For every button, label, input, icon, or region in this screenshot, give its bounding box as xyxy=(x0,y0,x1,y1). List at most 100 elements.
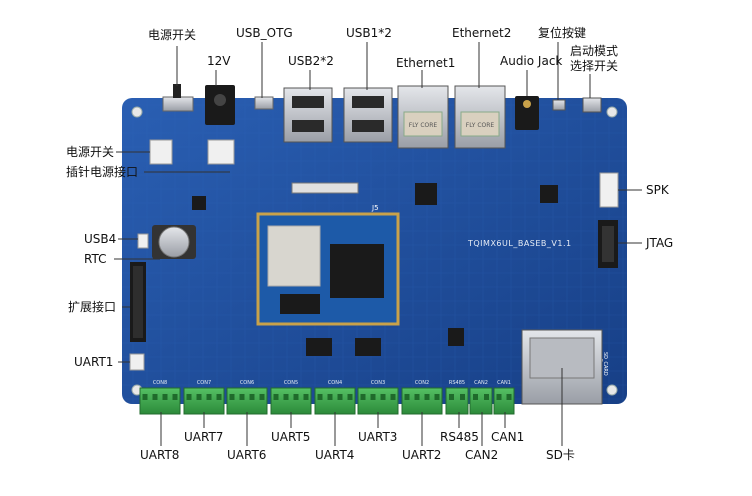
con-silk-label: CON4 xyxy=(328,380,342,386)
label-jtag: JTAG xyxy=(646,236,674,250)
terminal-screw xyxy=(414,394,420,400)
con-silk-label: CAN2 xyxy=(474,380,488,386)
label-expansion: 扩展接口 xyxy=(68,300,117,314)
terminal-block xyxy=(445,387,469,415)
audio-jack xyxy=(515,96,539,130)
terminal-screw xyxy=(259,394,265,400)
terminal-screw xyxy=(380,394,386,400)
terminal-screw xyxy=(337,394,343,400)
chip xyxy=(355,338,381,356)
label-boot-switch: 启动模式 选择开关 xyxy=(568,44,620,74)
con-silk-label: CAN1 xyxy=(497,380,511,386)
terminal-screw xyxy=(162,394,168,400)
chip xyxy=(192,196,206,210)
label-boot-switch-line2: 选择开关 xyxy=(569,59,618,73)
som-label: J5 xyxy=(371,204,379,212)
label-usb-otg: USB_OTG xyxy=(236,26,293,40)
label-uart2: UART2 xyxy=(402,448,442,462)
dc-jack xyxy=(205,85,235,125)
label-can2: CAN2 xyxy=(465,448,499,462)
terminal-screw xyxy=(449,394,454,400)
ethernet1-jack: FLY CORE xyxy=(397,85,449,149)
terminal-screw xyxy=(172,394,178,400)
terminal-screw xyxy=(460,394,465,400)
terminal-screw xyxy=(424,394,430,400)
terminal-screw xyxy=(196,394,202,400)
eth2-text: FLY CORE xyxy=(466,122,495,129)
terminal-block xyxy=(226,387,268,415)
label-ethernet2: Ethernet2 xyxy=(452,26,512,40)
chip xyxy=(415,183,437,205)
label-uart4: UART4 xyxy=(315,448,355,462)
label-usb1x2: USB1*2 xyxy=(346,26,392,40)
terminal-screw xyxy=(229,394,235,400)
label-uart1: UART1 xyxy=(74,355,114,369)
terminal-screw xyxy=(484,394,489,400)
terminal-screw xyxy=(303,394,309,400)
label-12v: 12V xyxy=(207,54,231,68)
terminal-block xyxy=(139,387,181,415)
label-rs485: RS485 xyxy=(440,430,479,444)
terminal-screw xyxy=(293,394,299,400)
terminal-screw xyxy=(273,394,279,400)
boot-switch xyxy=(582,97,602,113)
terminal-screw xyxy=(327,394,333,400)
label-can1: CAN1 xyxy=(491,430,525,444)
terminal-screw xyxy=(347,394,353,400)
chip xyxy=(540,185,558,203)
terminal-block xyxy=(493,387,515,415)
usb2-stack xyxy=(283,87,333,143)
label-uart7: UART7 xyxy=(184,430,224,444)
con-silk-label: CON6 xyxy=(240,380,254,386)
label-pin-power: 插针电源接口 xyxy=(66,165,139,179)
chip xyxy=(448,328,464,346)
power-header xyxy=(207,139,235,165)
terminal-block xyxy=(270,387,312,415)
power-switch-connector xyxy=(149,139,173,165)
label-usb2x2: USB2*2 xyxy=(288,54,334,68)
terminal-screw xyxy=(206,394,212,400)
label-uart8: UART8 xyxy=(140,448,180,462)
terminal-screw xyxy=(473,394,478,400)
con-silk-label: CON3 xyxy=(371,380,385,386)
label-spk: SPK xyxy=(646,183,669,197)
terminal-screw xyxy=(186,394,192,400)
label-uart5: UART5 xyxy=(271,430,311,444)
board-name: TQIMX6UL_BASEB_V1.1 xyxy=(467,239,572,248)
usb1-stack xyxy=(343,87,393,143)
terminal-screw xyxy=(317,394,323,400)
sd-silk: SD_CARD xyxy=(602,352,608,376)
leader-lines xyxy=(114,42,642,446)
terminal-screw xyxy=(249,394,255,400)
uart1-connector xyxy=(129,353,145,371)
label-boot-switch-line1: 启动模式 xyxy=(569,44,618,58)
label-audio-jack: Audio Jack xyxy=(500,54,563,68)
terminal-screw xyxy=(370,394,376,400)
label-rtc: RTC xyxy=(84,252,107,266)
terminal-screw xyxy=(142,394,148,400)
label-usb4: USB4 xyxy=(84,232,117,246)
rtc-battery xyxy=(152,225,196,259)
terminal-screw xyxy=(404,394,410,400)
chip xyxy=(306,338,332,356)
power-switch-top xyxy=(162,84,194,112)
terminal-screw xyxy=(152,394,158,400)
terminal-screw xyxy=(496,394,502,400)
terminal-blocks xyxy=(139,387,515,415)
terminal-screw xyxy=(390,394,396,400)
label-power-switch-top: 电源开关 xyxy=(148,28,197,42)
eth1-text: FLY CORE xyxy=(409,122,438,129)
expansion-header xyxy=(130,262,146,342)
con-silk-label: CON8 xyxy=(153,380,167,386)
reset-button xyxy=(552,99,566,111)
sd-card-slot: SD_CARD xyxy=(521,329,608,405)
terminal-screw xyxy=(434,394,440,400)
con-silk-label: CON7 xyxy=(197,380,211,386)
spk-connector xyxy=(599,172,619,208)
label-sd: SD卡 xyxy=(546,448,575,462)
con-silk-label: CON2 xyxy=(415,380,429,386)
ethernet2-jack: FLY CORE xyxy=(454,85,506,149)
jtag-header xyxy=(598,220,618,268)
